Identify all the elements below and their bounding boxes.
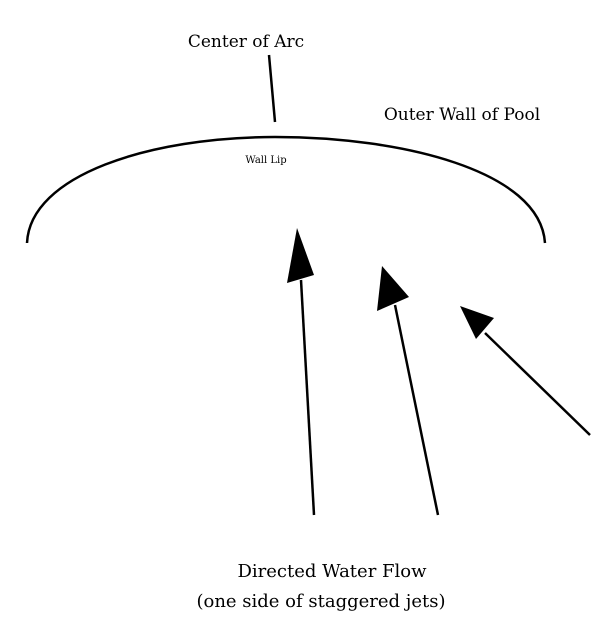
label-flow-subtitle: (one side of staggered jets) bbox=[196, 591, 445, 612]
jet-arrow-1 bbox=[287, 228, 316, 516]
jet-arrow-3-head bbox=[460, 306, 494, 339]
label-flow-title: Directed Water Flow bbox=[237, 561, 427, 582]
jet-arrow-3 bbox=[460, 306, 591, 436]
jet-arrow-1-head bbox=[287, 228, 314, 283]
outer-wall-arc bbox=[25, 135, 547, 244]
label-wall-lip: Wall Lip bbox=[245, 155, 286, 166]
label-center-of-arc: Center of Arc bbox=[188, 32, 304, 52]
jet-arrow-2-head bbox=[377, 266, 409, 311]
jet-arrow-2-shaft bbox=[393, 304, 440, 516]
jet-arrow-1-shaft bbox=[299, 279, 316, 516]
jet-arrow-2 bbox=[377, 266, 440, 516]
jet-arrow-3-shaft bbox=[484, 332, 591, 436]
label-outer-wall: Outer Wall of Pool bbox=[384, 105, 540, 125]
center-leader-line bbox=[267, 54, 277, 123]
